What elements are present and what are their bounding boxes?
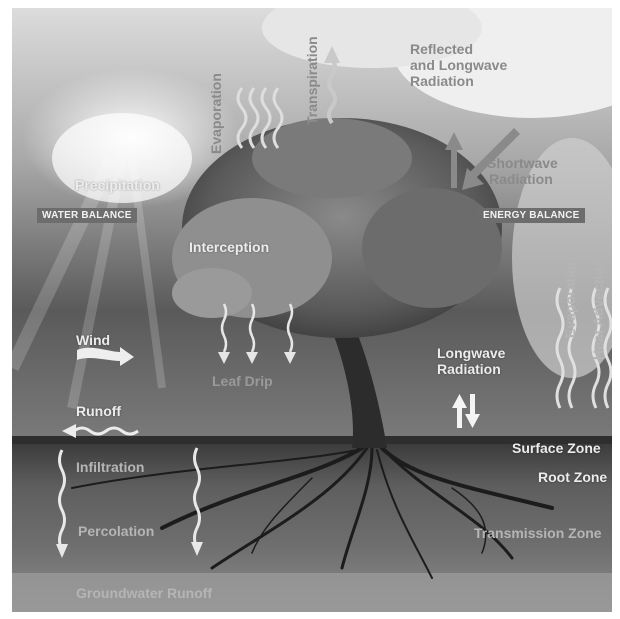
root-zone-label: Root Zone [538, 470, 607, 485]
infiltration-label: Infiltration [76, 460, 144, 475]
reflected-radiation-label-line1: Reflected [410, 42, 473, 57]
transpiration-label: Transpiration [304, 36, 320, 125]
energy-balance-badge: ENERGY BALANCE [478, 208, 585, 223]
precipitation-label: Precipitation [75, 178, 160, 193]
evaporation-right-label: Evaporation [562, 257, 578, 338]
transmission-zone-label: Transmission Zone [474, 526, 602, 541]
wind-label: Wind [76, 333, 110, 348]
interception-label: Interception [189, 240, 269, 255]
leaf-drip-label: Leaf Drip [212, 374, 273, 389]
reflected-radiation-label-line2: and Longwave [410, 58, 507, 73]
heat-advection-label: Heat Advection [590, 259, 606, 360]
surface-zone-label: Surface Zone [512, 441, 601, 456]
runoff-label: Runoff [76, 404, 121, 419]
shortwave-radiation-label-line2: Radiation [489, 172, 553, 187]
evaporation-top-label: Evaporation [208, 73, 224, 154]
shortwave-radiation-label-line1: Shortwave [487, 156, 558, 171]
reflected-radiation-label-line3: Radiation [410, 74, 474, 89]
water-energy-balance-diagram: WATER BALANCE ENERGY BALANCE Precipitati… [12, 8, 612, 612]
longwave-radiation-label-line2: Radiation [437, 362, 501, 377]
water-balance-badge: WATER BALANCE [37, 208, 137, 223]
groundwater-runoff-label: Groundwater Runoff [76, 586, 212, 601]
percolation-label: Percolation [78, 524, 154, 539]
longwave-radiation-label-line1: Longwave [437, 346, 505, 361]
